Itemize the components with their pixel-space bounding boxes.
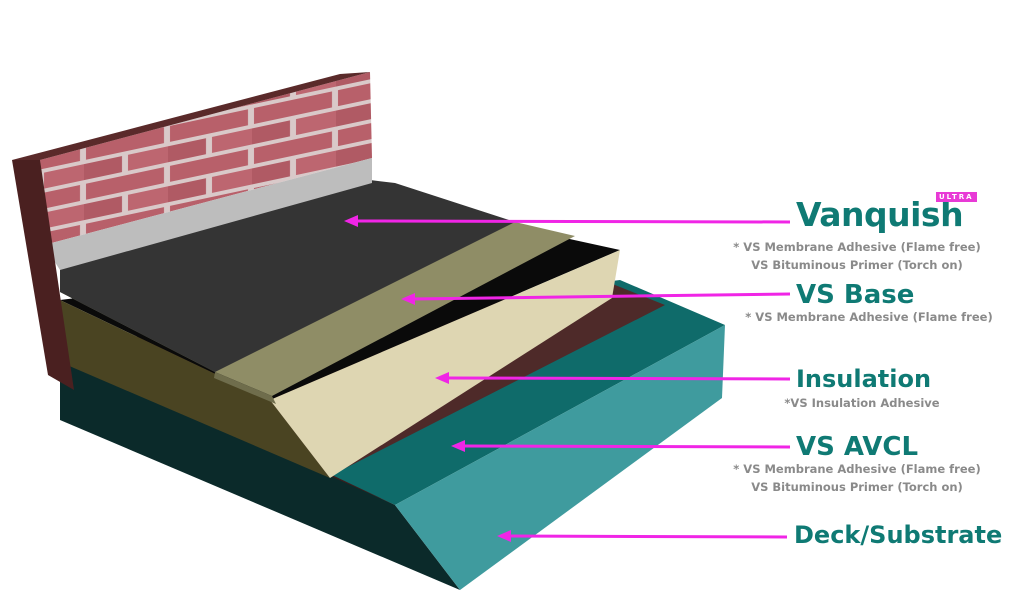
pointer-vs-base	[401, 292, 791, 305]
brick-upstand-wall	[12, 72, 372, 390]
vanquish-layer	[60, 180, 515, 372]
vs-base-title: VS Base	[796, 280, 915, 310]
vanquish-membrane	[60, 180, 515, 372]
vs-base-edge	[214, 372, 276, 404]
deck-front-face	[395, 325, 725, 590]
pointer-vs-avcl	[451, 440, 791, 452]
insulation-label: Insulation	[796, 367, 931, 391]
pointer-vanquish	[344, 215, 791, 227]
ultra-badge: ULTRA	[936, 192, 977, 202]
brick-wall-face	[40, 72, 372, 245]
insulation-front-face	[270, 250, 620, 478]
pointer-deck	[497, 530, 788, 542]
deck-substrate-label: Deck/Substrate	[794, 523, 1002, 547]
pointer-insulation	[435, 372, 791, 384]
layer-note: * VS Membrane Adhesive (Flame free)	[745, 310, 993, 324]
wall-flashing-strip	[44, 158, 372, 270]
layer-note: VS Bituminous Primer (Torch on)	[751, 480, 963, 494]
brick-wall-end	[12, 160, 74, 390]
deck-left-face	[60, 350, 460, 590]
insulation-notes: *VS Insulation Adhesive	[772, 394, 952, 412]
vs-avcl-title: VS AVCL	[796, 432, 919, 462]
vs-avcl-notes: * VS Membrane Adhesive (Flame free) VS B…	[712, 460, 1002, 496]
insulation-side-face	[60, 300, 330, 478]
vs-base-notes: * VS Membrane Adhesive (Flame free)	[724, 308, 1014, 326]
insulation-title: Insulation	[796, 365, 932, 393]
vanquish-title: Vanquish	[796, 195, 964, 234]
vs-base-label: VS Base	[796, 282, 914, 308]
vanquish-label: Vanquish ULTRA	[796, 192, 978, 234]
vanquish-notes: * VS Membrane Adhesive (Flame free) VS B…	[712, 238, 1002, 274]
vs-avcl-label: VS AVCL	[796, 434, 918, 460]
layer-note: *VS Insulation Adhesive	[784, 396, 940, 410]
layer-note: * VS Membrane Adhesive (Flame free)	[733, 240, 981, 254]
layer-note: VS Bituminous Primer (Torch on)	[751, 258, 963, 272]
layer-note: * VS Membrane Adhesive (Flame free)	[733, 462, 981, 476]
brick-wall-top	[12, 72, 370, 160]
deck-substrate-title: Deck/Substrate	[794, 521, 1003, 549]
